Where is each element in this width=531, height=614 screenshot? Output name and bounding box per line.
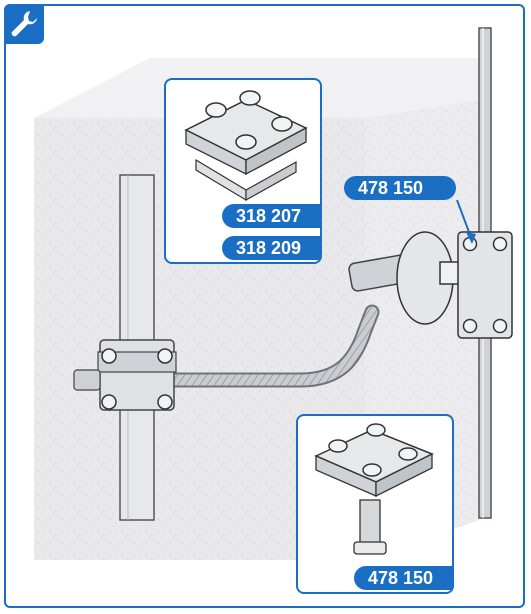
wrench-icon: [11, 11, 37, 37]
part-number-318209: 318 209: [222, 236, 320, 260]
wrench-tab: [4, 4, 44, 44]
part-number-478150-callout: 478 150: [344, 176, 456, 200]
cross-clamp-drawing: [184, 90, 308, 202]
part-number-318207: 318 207: [222, 204, 320, 228]
part-number-478150-bottom: 478 150: [354, 566, 452, 590]
stud-clamp-drawing: [314, 423, 434, 555]
rod-clamp: [457, 231, 513, 339]
clamp-inset-top: 318 207 318 209: [164, 78, 322, 264]
flat-bar-clamp: [73, 339, 177, 411]
clamp-inset-bottom: 478 150: [296, 414, 454, 594]
